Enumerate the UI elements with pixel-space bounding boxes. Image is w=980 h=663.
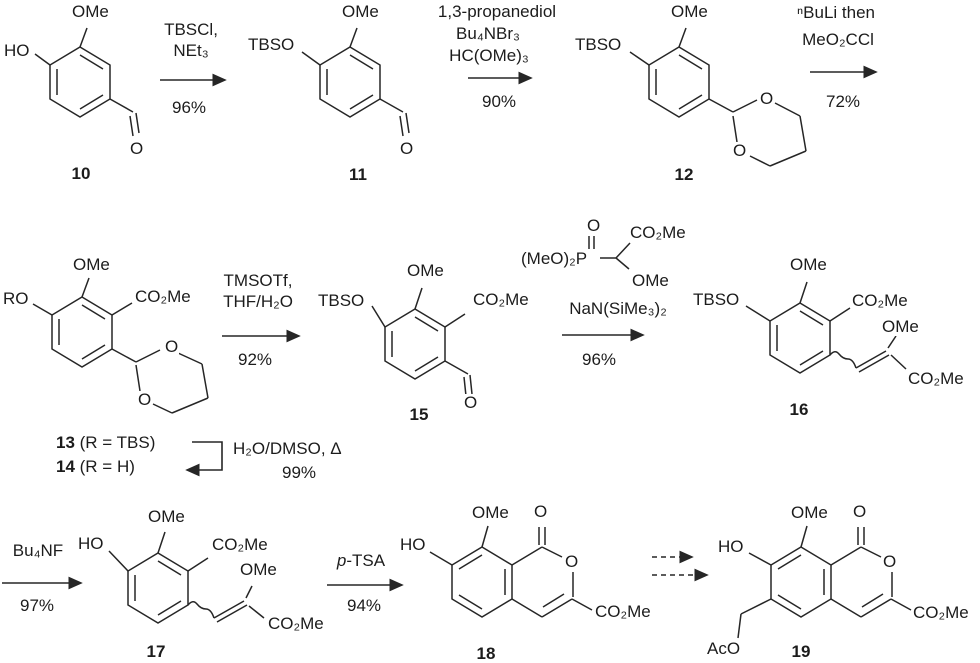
- c12-ome-label: OMe: [670, 2, 709, 21]
- c14-number-label: 14 (R = H): [55, 458, 136, 476]
- c11-o-label: O: [399, 139, 415, 158]
- c13-ro-label: RO: [2, 289, 30, 308]
- c18-number: 18: [475, 644, 497, 663]
- c16-co2me-label: CO₂Me: [851, 291, 909, 310]
- compound-17-structure: [108, 531, 265, 624]
- arrow1-reagent-line1: TBSCl,: [163, 20, 219, 39]
- phosphonate-ome-label: OMe: [631, 271, 670, 290]
- c11-number: 11: [348, 165, 368, 184]
- c11-tbso-label: TBSO: [247, 35, 296, 54]
- wavy-bond: [829, 351, 857, 369]
- arrow3-reagent-line2: MeO₂CCl: [801, 30, 875, 49]
- arrow4-reagent-line1: TMSOTf,: [222, 271, 294, 290]
- c15-number: 15: [408, 405, 430, 424]
- compound-15-structure: [371, 287, 473, 397]
- arrow5-yield: 96%: [580, 350, 618, 369]
- arrow2-yield: 90%: [480, 92, 518, 111]
- phosphonate-co2me-label: CO₂Me: [629, 223, 687, 242]
- phosphonate-body-label: (MeO)₂P: [520, 249, 589, 268]
- c17-co2me-label: CO₂Me: [211, 535, 269, 554]
- elbow-arrow-13-to-14: [185, 441, 223, 477]
- c16-number: 16: [788, 400, 810, 419]
- arrow6-yield: 97%: [18, 596, 56, 615]
- arrow3-reagent-line1: ⁿBuLi then: [795, 3, 877, 22]
- c12-tbso-label: TBSO: [574, 35, 623, 54]
- c15-tbso-label: TBSO: [317, 291, 366, 310]
- c10-number: 10: [70, 164, 92, 183]
- c13-r-definition: (R = TBS): [74, 433, 156, 452]
- c19-ome-label: OMe: [790, 503, 829, 522]
- c17-vinyl-co2me-label: CO₂Me: [267, 614, 325, 633]
- c14-r-definition: (R = H): [74, 457, 135, 476]
- c13-ome-label: OMe: [72, 255, 111, 274]
- c12-number: 12: [673, 165, 695, 184]
- c18-ring-o-label: O: [564, 552, 580, 571]
- c15-ome-label: OMe: [406, 261, 445, 280]
- compound-11-structure: [301, 27, 410, 137]
- c15-o-label: O: [463, 393, 479, 412]
- c10-ome-label: OMe: [71, 2, 110, 21]
- c13-dioxane-o2-label: O: [137, 390, 153, 409]
- c14-number: 14: [56, 457, 75, 476]
- c18-ome-label: OMe: [471, 503, 510, 522]
- c18-carbonyl-o-label: O: [533, 502, 549, 521]
- c13-dioxane-o1-label: O: [164, 337, 180, 356]
- wavy-bond: [187, 601, 215, 619]
- c18-co2me-label: CO₂Me: [594, 602, 652, 621]
- arrow5-reagent: NaN(SiMe₃)₂: [568, 299, 668, 318]
- c13-number-label: 13 (R = TBS): [55, 433, 157, 452]
- arrow2-reagent-line1: 1,3-propanediol: [436, 2, 558, 21]
- compound-13-structure: [32, 277, 209, 414]
- arrow1-yield: 96%: [170, 98, 208, 117]
- c19-ho-label: HO: [717, 537, 745, 556]
- c16-tbso-label: TBSO: [692, 290, 741, 309]
- c19-co2me-label: CO₂Me: [912, 603, 970, 622]
- compound-10-structure: [34, 27, 140, 137]
- arrow2-reagent-line3: HC(OMe)₃: [448, 46, 530, 65]
- c16-ome-label: OMe: [789, 255, 828, 274]
- arrow4-reagent-line2: THF/H₂O: [222, 292, 294, 311]
- c13-number: 13: [56, 433, 75, 452]
- c17-enol-ome-label: OMe: [239, 560, 278, 579]
- arrow7-reagent-rest: -TSA: [346, 551, 386, 570]
- arrow2-reagent-line2: Bu₄NBr₃: [455, 24, 521, 43]
- phosphonate-o-label: O: [586, 216, 602, 235]
- arrow-13-14-yield: 99%: [280, 463, 318, 482]
- c19-carbonyl-o-label: O: [852, 502, 868, 521]
- c17-number: 17: [145, 642, 167, 661]
- c17-ho-label: HO: [77, 534, 105, 553]
- arrow3-yield: 72%: [824, 92, 862, 111]
- compound-16-structure: [745, 281, 907, 374]
- c13-co2me-label: CO₂Me: [134, 287, 192, 306]
- c17-ome-label: OMe: [147, 507, 186, 526]
- phosphonate-reagent-structure: [588, 236, 631, 270]
- arrow1-reagent-line2: NEt₃: [172, 41, 210, 60]
- arrow4-yield: 92%: [236, 350, 274, 369]
- arrow-13-14-reagent: H₂O/DMSO, Δ: [232, 439, 343, 458]
- arrow7-yield: 94%: [345, 596, 383, 615]
- c10-o-label: O: [129, 139, 145, 158]
- c16-enol-ome-label: OMe: [881, 317, 920, 336]
- c11-ome-label: OMe: [341, 2, 380, 21]
- c19-number: 19: [790, 642, 812, 661]
- arrow7-reagent: p-TSA: [335, 551, 387, 570]
- c16-vinyl-co2me-label: CO₂Me: [907, 369, 965, 388]
- c12-dioxane-o1-label: O: [759, 89, 775, 108]
- c12-dioxane-o2-label: O: [732, 141, 748, 160]
- c18-ho-label: HO: [399, 535, 427, 554]
- compound-12-structure: [629, 27, 807, 167]
- c15-co2me-label: CO₂Me: [472, 290, 530, 309]
- compound-19-structure: [737, 525, 912, 639]
- c10-ho-label: HO: [3, 41, 31, 60]
- arrow7-reagent-italic-part: p: [336, 551, 347, 570]
- c19-ring-o-label: O: [882, 552, 898, 571]
- c19-aco-label: AcO: [706, 639, 742, 658]
- arrow6-reagent: Bu₄NF: [11, 541, 65, 560]
- compound-18-structure: [429, 525, 593, 618]
